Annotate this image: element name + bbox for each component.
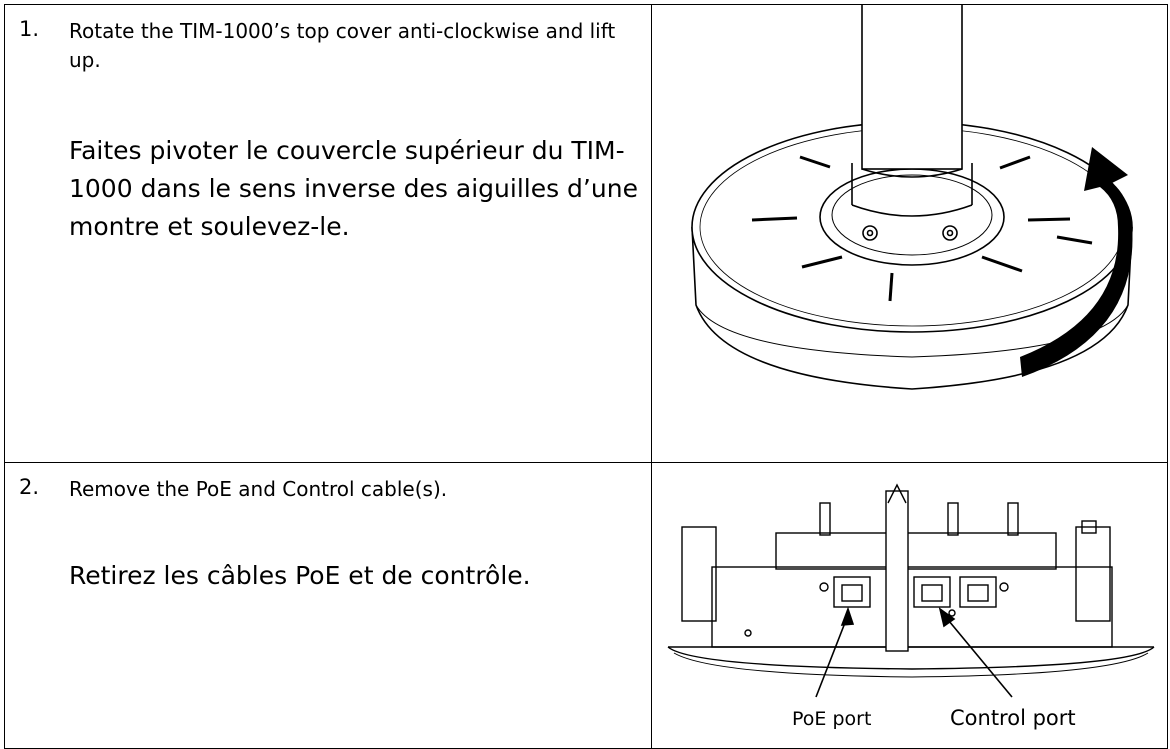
- step-2-english: Remove the PoE and Control cable(s).: [69, 477, 448, 501]
- step-2-image-cell: PoE port Control port: [651, 462, 1168, 749]
- rotation-arrow-icon: [1020, 147, 1133, 377]
- step-1-english: Rotate the TIM-1000’s top cover anti-clo…: [69, 19, 616, 72]
- step-2-french: Retirez les câbles PoE et de contrôle.: [69, 561, 531, 590]
- control-port-label: Control port: [950, 706, 1076, 730]
- control-port: [913, 576, 951, 608]
- step-1-text-cell: 1. Rotate the TIM-1000’s top cover anti-…: [4, 4, 652, 463]
- poe-port: [833, 576, 871, 608]
- step-row-2: 2. Remove the PoE and Control cable(s). …: [4, 462, 1168, 749]
- step-1-number: 1.: [19, 17, 40, 41]
- step-row-1: 1. Rotate the TIM-1000’s top cover anti-…: [4, 4, 1168, 463]
- center-post: [885, 490, 909, 652]
- step-1-french: Faites pivoter le couvercle supérieur du…: [69, 136, 638, 241]
- instruction-table: 1. Rotate the TIM-1000’s top cover anti-…: [4, 4, 1168, 749]
- base-plate: [667, 646, 1155, 670]
- device-cover-illustration: [691, 5, 1133, 390]
- poe-port-label: PoE port: [792, 708, 871, 730]
- ports-illustration: PoE port Control port: [667, 483, 1155, 730]
- step-2-text-cell: 2. Remove the PoE and Control cable(s). …: [4, 462, 652, 749]
- step-2-number: 2.: [19, 475, 40, 499]
- chassis: [711, 566, 1113, 648]
- pole: [861, 5, 963, 170]
- base-skirt: [691, 226, 1133, 390]
- step-1-image-cell: [651, 4, 1168, 463]
